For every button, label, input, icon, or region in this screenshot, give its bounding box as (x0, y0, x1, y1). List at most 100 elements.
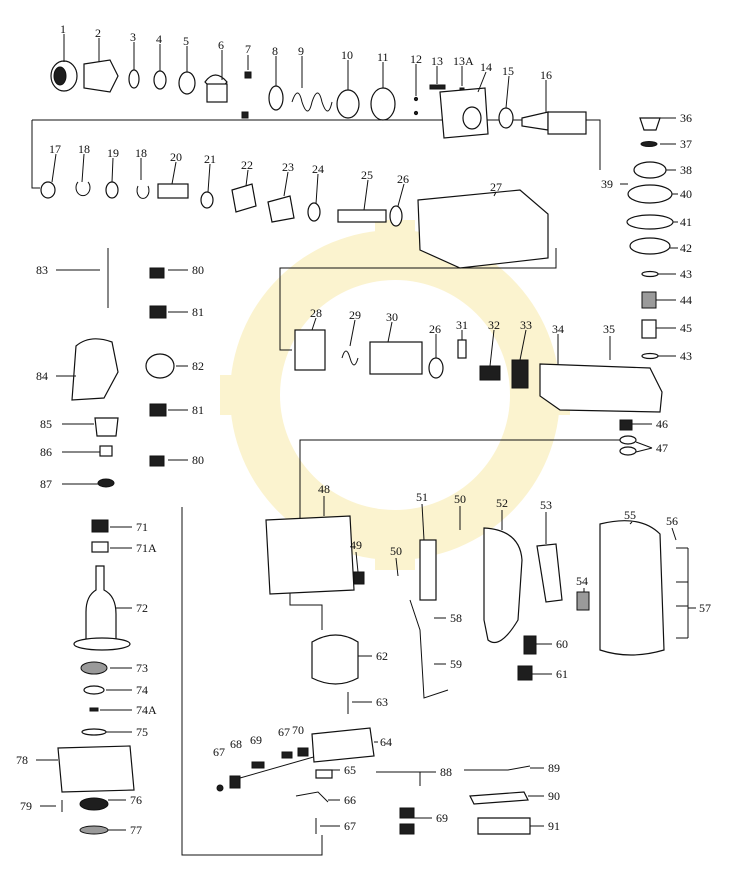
part-label-41: 41 (680, 215, 692, 229)
part-label-65: 65 (344, 763, 356, 777)
part-label-91: 91 (548, 819, 560, 833)
part-label-31: 31 (456, 318, 468, 332)
part-28-shape (294, 329, 326, 371)
part-label-15: 15 (502, 64, 514, 78)
part-78-shape (57, 745, 135, 793)
part-label-19: 19 (107, 146, 119, 160)
part-label-43b: 43 (680, 349, 692, 363)
part-label-4: 4 (156, 32, 162, 46)
part-label-82: 82 (192, 359, 204, 373)
part-label-77: 77 (130, 823, 142, 837)
part-48-shape (265, 515, 355, 595)
part-label-62: 62 (376, 649, 388, 663)
part-label-32: 32 (488, 318, 500, 332)
part-label-81: 81 (192, 305, 204, 319)
part-label-80: 80 (192, 263, 204, 277)
part-label-67b: 67 (278, 725, 290, 739)
part-90-shape (469, 791, 529, 805)
part-23-shape (267, 195, 295, 223)
part-label-73: 73 (136, 661, 148, 675)
part-72-shape (85, 565, 117, 641)
part-label-60: 60 (556, 637, 568, 651)
part-label-71a: 71A (136, 541, 157, 555)
part-label-55: 55 (624, 508, 636, 522)
part-label-83: 83 (36, 263, 48, 277)
part-label-79: 79 (20, 799, 32, 813)
part-label-14: 14 (480, 60, 492, 74)
part-label-53: 53 (540, 498, 552, 512)
part-label-74a: 74A (136, 703, 157, 717)
part-label-50b: 50 (390, 544, 402, 558)
part-label-23: 23 (282, 160, 294, 174)
part-label-11: 11 (377, 50, 389, 64)
part-label-67a: 67 (213, 745, 225, 759)
leader-lines (36, 34, 696, 831)
part-55-shape (599, 520, 665, 656)
part-label-42: 42 (680, 241, 692, 255)
part-label-66: 66 (344, 793, 356, 807)
part-label-18b: 18 (135, 146, 147, 160)
part-label-63: 63 (376, 695, 388, 709)
part-label-67c: 67 (344, 819, 356, 833)
part-label-44: 44 (680, 293, 692, 307)
part-label-87: 87 (40, 477, 52, 491)
part-85-shape (94, 417, 119, 437)
part-label-72: 72 (136, 601, 148, 615)
part-label-17: 17 (49, 142, 61, 156)
part-9-spring (291, 92, 333, 112)
part-53-shape (536, 543, 563, 603)
part-label-26b: 26 (429, 322, 441, 336)
part-91-shape (477, 817, 531, 835)
part-label-12: 12 (410, 52, 422, 66)
part-label-75: 75 (136, 725, 148, 739)
part-label-13a: 13A (453, 54, 474, 68)
part-label-2: 2 (95, 26, 101, 40)
part-label-58: 58 (450, 611, 462, 625)
part-label-56: 56 (666, 514, 678, 528)
part-52-shape (483, 527, 523, 644)
part-label-78: 78 (16, 753, 28, 767)
part-label-74: 74 (136, 683, 148, 697)
part-label-90: 90 (548, 789, 560, 803)
part-label-88: 88 (440, 765, 452, 779)
part-16-shape (521, 111, 549, 131)
part-label-61: 61 (556, 667, 568, 681)
part-label-33: 33 (520, 318, 532, 332)
part-shapes (40, 59, 674, 835)
part-10-shape (336, 89, 360, 119)
part-label-81b: 81 (192, 403, 204, 417)
part-label-85: 85 (40, 417, 52, 431)
part-34-shape (539, 363, 663, 413)
part-label-59: 59 (450, 657, 462, 671)
watermark-emblem (220, 220, 570, 570)
part-label-9: 9 (298, 44, 304, 58)
part-label-51: 51 (416, 490, 428, 504)
part-label-45: 45 (680, 321, 692, 335)
part-27-housing (417, 189, 549, 269)
part-label-49: 49 (350, 538, 362, 552)
part-label-5: 5 (183, 34, 189, 48)
part-2-shape (83, 59, 119, 93)
part-label-57: 57 (699, 601, 711, 615)
part-label-18: 18 (78, 142, 90, 156)
part-label-50: 50 (454, 492, 466, 506)
part-62-shape (311, 634, 359, 685)
part-label-30: 30 (386, 310, 398, 324)
part-label-20: 20 (170, 150, 182, 164)
part-label-10: 10 (341, 48, 353, 62)
part-label-8: 8 (272, 44, 278, 58)
part-30-shape (369, 341, 423, 375)
part-89-shape (464, 765, 531, 771)
part-label-24: 24 (312, 162, 324, 176)
part-label-34: 34 (552, 322, 564, 336)
part-label-70: 70 (292, 723, 304, 737)
part-label-86: 86 (40, 445, 52, 459)
part-label-28: 28 (310, 306, 322, 320)
part-label-69b: 69 (436, 811, 448, 825)
part-label-69: 69 (250, 733, 262, 747)
part-label-35: 35 (603, 322, 615, 336)
part-label-76: 76 (130, 793, 142, 807)
part-11-shape (370, 87, 396, 121)
